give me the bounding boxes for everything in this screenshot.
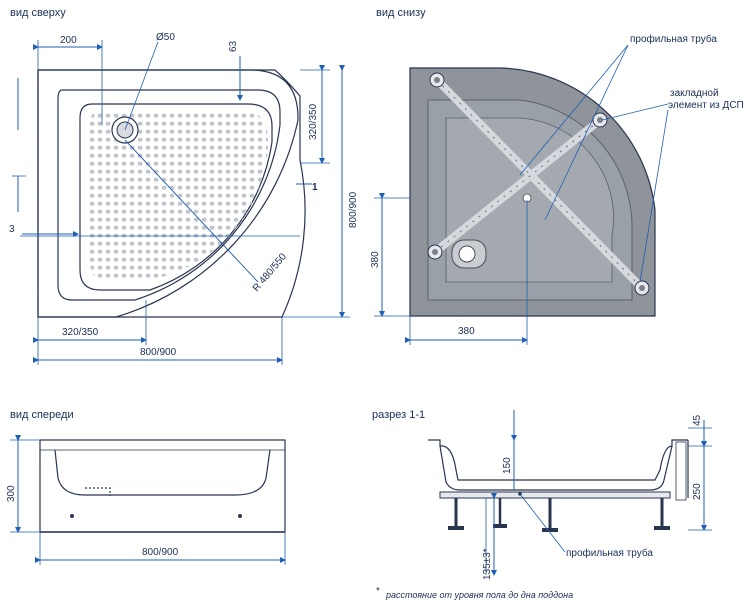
top-view-title: вид сверху [10, 7, 66, 19]
front-screw-right [238, 514, 242, 518]
dim-leader-radius [124, 139, 259, 283]
dim-800-900-right: 800/900 [348, 191, 359, 228]
front-basin-outline [54, 449, 271, 496]
leader-embedded-1 [601, 103, 669, 121]
dim-320-350-right: 320/350 [308, 103, 319, 140]
bottom-label-embedded: закладной [670, 88, 719, 99]
dim-200: 200 [60, 35, 77, 46]
top-outer-arc [37, 69, 299, 318]
leader-profile-tube-2 [544, 44, 629, 221]
dim-380-left: 380 [370, 251, 381, 268]
section-frame-tube [439, 491, 671, 499]
dim-45: 45 [692, 414, 703, 426]
bottom-view-title: вид снизу [376, 7, 426, 19]
dim-front-800-900: 800/900 [142, 547, 179, 558]
dim-leader-diameter [124, 41, 159, 131]
front-view: вид спереди 300 800/900 [6, 409, 286, 565]
bottom-view: вид снизу профильная труба [370, 7, 744, 345]
section-tray-inner [439, 445, 673, 481]
footnote-text: расстояние от уровня пола до дна поддона [385, 590, 573, 600]
bottom-drain-icon [458, 245, 476, 263]
section-tray-profile [428, 439, 688, 491]
dim-300: 300 [6, 485, 17, 502]
dim-380-bottom: 380 [458, 326, 475, 337]
dim-800-900-bottom: 800/900 [140, 347, 177, 358]
dim-3: 3 [9, 224, 15, 235]
footnote-star: * [376, 586, 380, 597]
front-drain-hidden [85, 487, 111, 496]
section-label-profile-tube: профильная труба [566, 547, 653, 559]
section-legs [448, 498, 670, 532]
dim-diameter: Ø50 [156, 32, 175, 43]
dim-63: 63 [228, 40, 239, 52]
bottom-label-embedded-2: элемент из ДСП [668, 100, 744, 111]
profile-tubes [432, 77, 645, 291]
dim-320-350-bottom: 320/350 [62, 327, 99, 338]
front-screw-left [70, 514, 74, 518]
leader-embedded-2 [639, 109, 669, 283]
front-view-title: вид спереди [10, 409, 74, 421]
top-inner-rim [57, 89, 281, 301]
section-mark: 1 [312, 182, 318, 193]
dim-radius: R 480/550 [251, 251, 289, 294]
top-outer-outline [37, 69, 306, 318]
dim-135-43: 135±3* [482, 548, 493, 580]
front-body [39, 439, 286, 533]
section-view-title: разрез 1-1 [372, 409, 425, 421]
bottom-label-profile-tube: профильная труба [630, 33, 717, 45]
leader-section-tube [519, 493, 566, 553]
adjustable-feet [427, 72, 650, 296]
leader-profile-tube-1 [519, 44, 629, 176]
dim-150: 150 [502, 457, 513, 474]
section-side-panel [675, 441, 687, 501]
dim-250: 250 [692, 483, 703, 500]
top-inner-basin [79, 103, 273, 291]
top-view: вид сверху 200 Ø50 63 320/350 800/9 [9, 7, 359, 365]
section-view: разрез 1-1 45 250 150 [372, 409, 712, 580]
